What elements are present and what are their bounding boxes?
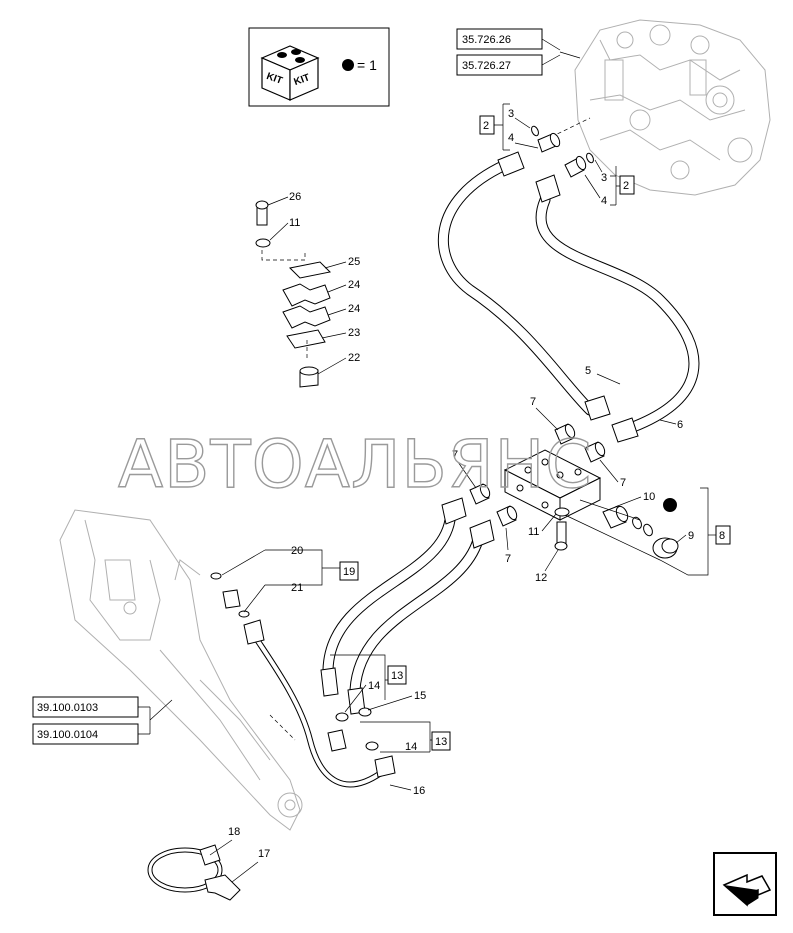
fitting-14-15 xyxy=(327,707,379,752)
ref-box-8[interactable] xyxy=(715,525,731,545)
svg-text:18: 18 xyxy=(228,826,240,838)
svg-text:16: 16 xyxy=(413,785,425,797)
svg-text:13: 13 xyxy=(435,736,447,748)
hose-5 xyxy=(437,151,611,421)
svg-text:7: 7 xyxy=(505,553,511,565)
svg-text:8: 8 xyxy=(719,530,725,542)
kit-dot-icon xyxy=(663,498,677,512)
hose-6 xyxy=(535,174,700,443)
svg-text:10: 10 xyxy=(643,491,655,503)
fitting-7-right xyxy=(584,441,606,463)
svg-text:13: 13 xyxy=(391,670,403,682)
plug-10 xyxy=(602,505,629,529)
svg-text:7: 7 xyxy=(452,449,458,461)
ref-box-13-upper[interactable] xyxy=(387,665,407,685)
svg-text:14: 14 xyxy=(405,741,417,753)
svg-text:35.726.26: 35.726.26 xyxy=(462,34,511,46)
svg-text:2: 2 xyxy=(623,180,629,192)
svg-text:39.100.0103: 39.100.0103 xyxy=(37,702,98,714)
o-ring xyxy=(632,516,642,530)
svg-text:22: 22 xyxy=(348,352,360,364)
svg-text:9: 9 xyxy=(688,530,694,542)
bolt-12 xyxy=(554,521,568,551)
svg-text:23: 23 xyxy=(348,327,360,339)
pipe-16 xyxy=(243,619,396,788)
fitting-20-21 xyxy=(210,572,250,618)
clamp-hardware-stack xyxy=(255,200,332,388)
fitting-7-top xyxy=(554,423,576,445)
svg-text:14: 14 xyxy=(368,680,380,692)
svg-text:3: 3 xyxy=(508,108,514,120)
svg-text:2: 2 xyxy=(483,120,489,132)
svg-text:19: 19 xyxy=(343,566,355,578)
fitting-group-upper-left: 2 3 4 xyxy=(479,103,561,153)
svg-text:3: 3 xyxy=(601,172,607,184)
svg-text:6: 6 xyxy=(677,419,683,431)
clip-17 xyxy=(204,874,241,901)
svg-text:21: 21 xyxy=(291,582,303,594)
ref-box-39-100-0103[interactable]: 39.100.0103 xyxy=(32,696,139,718)
hose-lower-right xyxy=(347,519,495,715)
fitting-group-upper-right: 3 4 2 xyxy=(564,152,635,207)
ref-box-13-lower[interactable] xyxy=(431,731,451,751)
kit-label-right: KIT xyxy=(293,72,312,88)
svg-text:17: 17 xyxy=(258,848,270,860)
svg-text:11: 11 xyxy=(289,217,300,229)
cap-9 xyxy=(652,537,679,559)
svg-text:11: 11 xyxy=(528,526,539,538)
svg-text:24: 24 xyxy=(348,303,360,315)
fitting-7-bottom xyxy=(496,505,518,527)
svg-text:7: 7 xyxy=(530,396,536,408)
o-ring xyxy=(643,523,653,537)
svg-text:26: 26 xyxy=(289,191,301,203)
kit-legend-text: = 1 xyxy=(357,57,377,73)
watermark: АВТОАЛЬЯНС xyxy=(118,426,592,503)
svg-text:24: 24 xyxy=(348,279,360,291)
svg-text:4: 4 xyxy=(508,132,514,144)
kit-legend: KIT KIT = 1 xyxy=(248,27,390,107)
kit-dot-icon xyxy=(342,59,354,71)
svg-text:12: 12 xyxy=(535,572,547,584)
svg-text:35.726.27: 35.726.27 xyxy=(462,60,511,72)
ref-box-39-100-0104[interactable]: 39.100.0104 xyxy=(32,723,139,745)
kit-label-left: KIT xyxy=(265,71,284,87)
loader-arm xyxy=(59,509,303,831)
svg-text:20: 20 xyxy=(291,545,303,557)
valve-block xyxy=(503,449,602,521)
svg-text:5: 5 xyxy=(585,365,591,377)
svg-text:4: 4 xyxy=(601,195,607,207)
svg-text:7: 7 xyxy=(620,477,626,489)
svg-text:15: 15 xyxy=(414,690,426,702)
ref-box-35-726-26[interactable]: 35.726.26 xyxy=(456,28,543,50)
next-page-arrow-icon[interactable] xyxy=(713,852,777,916)
washer-11 xyxy=(554,507,570,517)
fitting-7-left xyxy=(469,483,491,505)
ref-box-35-726-27[interactable]: 35.726.27 xyxy=(456,54,543,76)
hose-lower-left xyxy=(320,497,467,697)
ref-box-19[interactable] xyxy=(339,561,359,581)
kit-box-icon: KIT KIT xyxy=(260,45,320,101)
svg-text:25: 25 xyxy=(348,256,360,268)
svg-text:39.100.0104: 39.100.0104 xyxy=(37,729,98,741)
